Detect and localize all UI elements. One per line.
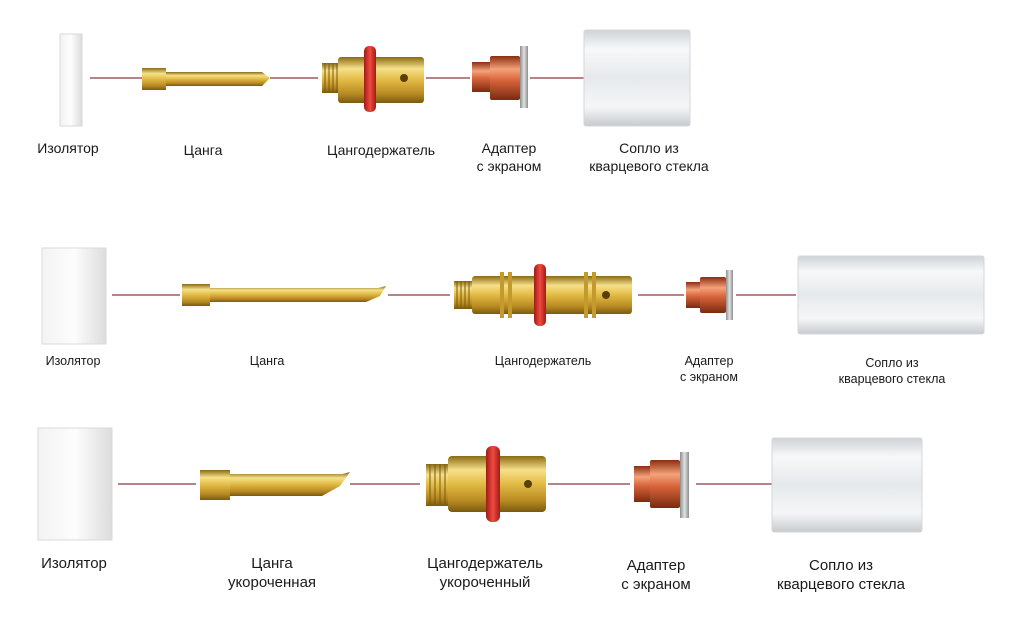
collet-part xyxy=(200,470,350,500)
label-line: Цангодержатель xyxy=(326,142,436,158)
collet-holder-part xyxy=(426,446,546,522)
label-line: Цангодержатель xyxy=(494,354,592,368)
quartz-nozzle-label: Сопло из кварцевого стекла xyxy=(777,557,905,595)
collet-holder-part xyxy=(322,46,424,112)
label-line: Цанга xyxy=(249,354,285,368)
collet-part xyxy=(182,284,386,306)
adapter-part xyxy=(686,270,733,320)
label-line: Цанга xyxy=(183,142,223,158)
collet-label: Цанга xyxy=(250,354,285,370)
label-line: Цангодержатель xyxy=(427,555,543,572)
adapter-part xyxy=(472,46,528,108)
label-line: Изолятор xyxy=(45,354,101,368)
collet-part xyxy=(142,68,270,90)
label-line: с экраном xyxy=(680,369,738,384)
label-line: Изолятор xyxy=(37,140,99,156)
label-line: Адаптер xyxy=(684,354,734,368)
label-line: кварцевого стекла xyxy=(777,575,905,593)
label-line: с экраном xyxy=(476,157,542,174)
label-line: Адаптер xyxy=(626,557,686,574)
label-line: Сопло из xyxy=(619,140,679,156)
quartz-nozzle-label: Сопло из кварцевого стекла xyxy=(839,356,946,387)
label-line: кварцевого стекла xyxy=(838,371,946,386)
adapter-label: Адаптер с экраном xyxy=(680,354,738,385)
label-line: с экраном xyxy=(621,575,691,593)
label-line: Сопло из xyxy=(865,356,919,370)
label-line: Изолятор xyxy=(41,555,107,572)
label-line: кварцевого стекла xyxy=(589,157,709,174)
row-3 xyxy=(37,427,923,541)
insulator-part xyxy=(41,247,107,345)
collet-holder-label: Цангодержатель xyxy=(327,142,435,160)
label-line: Цанга xyxy=(251,555,293,572)
collet-label: Цанга укороченная xyxy=(228,555,316,593)
label-line: укороченная xyxy=(227,573,317,591)
insulator-part xyxy=(59,33,83,127)
quartz-nozzle-part xyxy=(771,437,923,533)
quartz-nozzle-part xyxy=(583,29,691,127)
adapter-label: Адаптер с экраном xyxy=(621,557,691,595)
quartz-nozzle-label: Сопло из кварцевого стекла xyxy=(589,140,708,175)
collet-holder-label: Цангодержатель xyxy=(495,354,592,370)
adapter-part xyxy=(634,452,689,518)
collet-label: Цанга xyxy=(184,142,223,160)
label-line: Сопло из xyxy=(809,557,873,574)
row-1 xyxy=(59,29,691,127)
collet-holder-part xyxy=(454,264,632,326)
adapter-label: Адаптер с экраном xyxy=(477,140,542,175)
insulator-label: Изолятор xyxy=(37,140,98,158)
collet-holder-label: Цангодержатель укороченный xyxy=(427,555,543,593)
label-line: укороченный xyxy=(439,573,531,591)
insulator-label: Изолятор xyxy=(46,354,101,370)
label-line: Адаптер xyxy=(481,140,537,156)
row-2 xyxy=(41,247,985,345)
insulator-part xyxy=(37,427,113,541)
insulator-label: Изолятор xyxy=(41,555,107,574)
quartz-nozzle-part xyxy=(797,255,985,335)
